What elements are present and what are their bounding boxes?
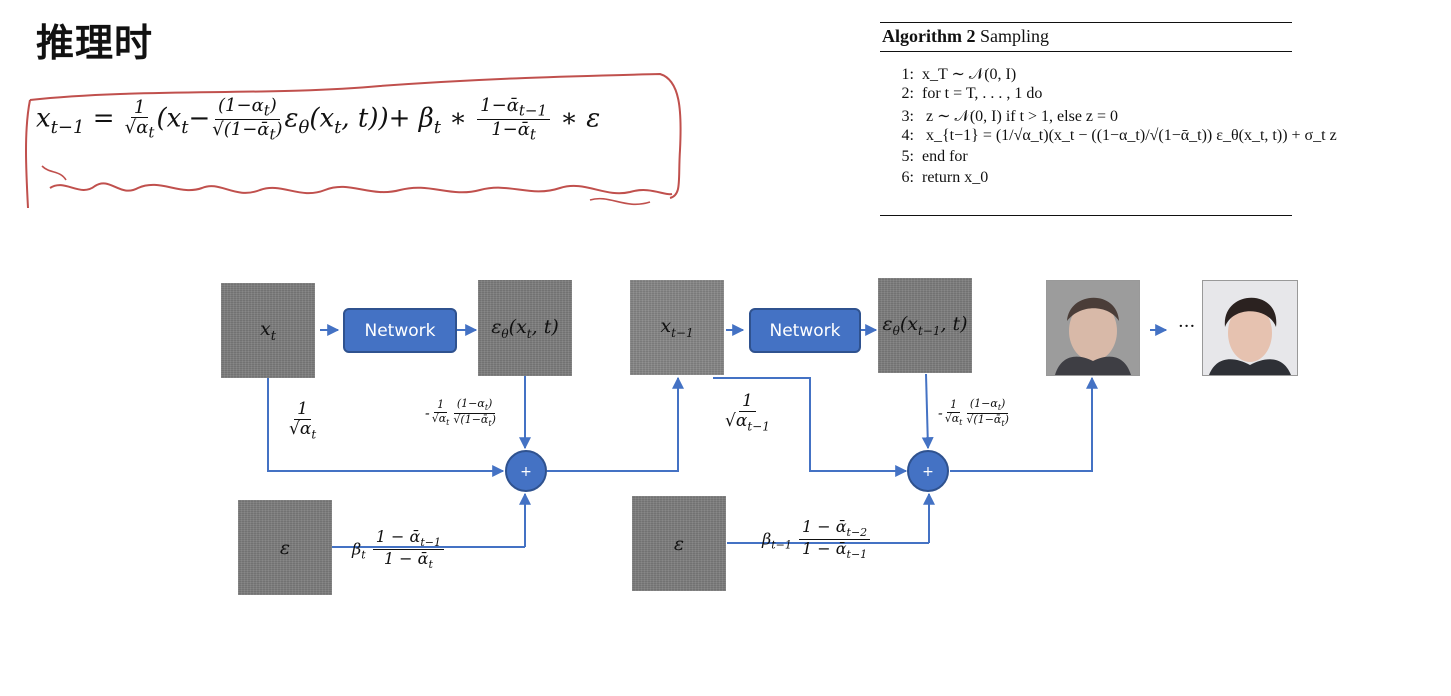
- epsilon-label-2: ε: [673, 532, 685, 555]
- weight-eps-coef-t1: -1√αt(1−αt)√(1−ᾱt): [938, 397, 1009, 429]
- weight-inv-sqrt-alpha-t1: 1 √αt−1: [725, 391, 770, 434]
- arrow-eps2-to-sum2: [921, 373, 934, 450]
- algorithm-line: 5:end for: [901, 148, 968, 165]
- algorithm-label: Algorithm 2: [882, 26, 976, 46]
- final-face-image: [1202, 280, 1298, 376]
- continuation-ellipsis: ···: [1178, 316, 1196, 337]
- formula-coef-num: (1−αt): [215, 96, 280, 121]
- sum-node-2-label: +: [922, 464, 934, 480]
- algorithm-name: Sampling: [980, 26, 1050, 46]
- xt-label: xt: [260, 317, 276, 344]
- weight-eps-coef-t: -1√αt(1−αt)√(1−ᾱt): [425, 397, 496, 429]
- formula-var-den: 1−ᾱt: [491, 119, 536, 144]
- algorithm-lines: 1:x_T ∼ 𝒩(0, I) 2:for t = T, . . . , 1 d…: [888, 64, 1337, 190]
- epsilon-noise-image: ε: [238, 500, 332, 595]
- formula-variance: 1−ᾱt−1 1−ᾱt: [477, 96, 551, 144]
- epsilon-label: ε: [279, 536, 291, 559]
- hand-drawn-annotation: [25, 72, 682, 209]
- formula-minus: −: [188, 103, 211, 134]
- xt-noise-image: xt: [221, 283, 315, 378]
- formula-sqrt-alpha: √αt: [124, 117, 155, 143]
- formula-coef: (1−αt) √(1−ᾱt): [212, 96, 282, 143]
- weight-beta-t1: βt−1 1 − ᾱt−2 1 − ᾱt−1: [762, 518, 872, 562]
- sum-node-1-label: +: [520, 464, 532, 480]
- slide-title: 推理时: [36, 21, 154, 65]
- eps-theta-label: εθ(xt, t): [491, 315, 559, 341]
- algorithm-line: 3: z ∼ 𝒩(0, I) if t > 1, else z = 0: [901, 108, 1119, 125]
- formula-eq: =: [92, 103, 115, 134]
- algorithm-line: 1:x_T ∼ 𝒩(0, I): [901, 66, 1017, 83]
- network-box-2: Network: [749, 308, 861, 353]
- arrow-sum-to-xt1: [547, 376, 684, 472]
- eps-theta-image: εθ(xt, t): [478, 280, 572, 376]
- weight-beta-t: βt 1 − ᾱt−1 1 − ᾱt: [352, 528, 446, 572]
- sum-node-1: +: [505, 450, 547, 492]
- algorithm-line: 4: x_{t−1} = (1/√α_t)(x_t − ((1−α_t)/√(1…: [901, 127, 1337, 144]
- formula-one: 1: [130, 97, 149, 119]
- formula-coef-den: √(1−ᾱt): [212, 119, 283, 144]
- xt1-noise-image: xt−1: [630, 280, 724, 375]
- algorithm-top-rule: [880, 22, 1292, 23]
- eps-theta-image-2: εθ(xt−1, t): [878, 278, 972, 373]
- network-box: Network: [343, 308, 457, 353]
- algorithm-box: Algorithm 2 Sampling 1:x_T ∼ 𝒩(0, I) 2:f…: [880, 22, 1337, 216]
- sampling-formula: xt−1 = 1 √αt (xt− (1−αt) √(1−ᾱt) εθ(xt, …: [36, 95, 601, 144]
- formula-inv-sqrt-alpha: 1 √αt: [124, 97, 155, 143]
- arrow-sum2-to-face: [950, 376, 1098, 472]
- epsilon-noise-image-2: ε: [632, 496, 726, 591]
- formula-eps: ε: [284, 103, 299, 134]
- formula-beta: β: [418, 103, 434, 134]
- algorithm-line: 6:return x_0: [901, 169, 989, 186]
- formula-open: (x: [156, 103, 182, 134]
- formula-var-num: 1−ᾱt−1: [477, 96, 551, 121]
- partially-denoised-face-image: [1046, 280, 1140, 376]
- xt1-label: xt−1: [660, 315, 694, 340]
- formula-lhs-sub: t−1: [50, 116, 85, 138]
- algorithm-bottom-rule: [880, 215, 1292, 216]
- arrow-xt1-to-sum2: [713, 377, 908, 477]
- formula-lhs: x: [36, 103, 51, 134]
- sum-node-2: +: [907, 450, 949, 492]
- algorithm-mid-rule: [880, 51, 1292, 52]
- formula-tail: ∗ ε: [560, 103, 601, 134]
- algorithm-line: 2:for t = T, . . . , 1 do: [901, 85, 1043, 102]
- arrow-xt-to-sum: [267, 378, 505, 477]
- algorithm-heading: Algorithm 2 Sampling: [882, 26, 1049, 47]
- eps-theta-label-2: εθ(xt−1, t): [882, 313, 968, 338]
- weight-inv-sqrt-alpha-t: 1 √αt: [289, 399, 317, 442]
